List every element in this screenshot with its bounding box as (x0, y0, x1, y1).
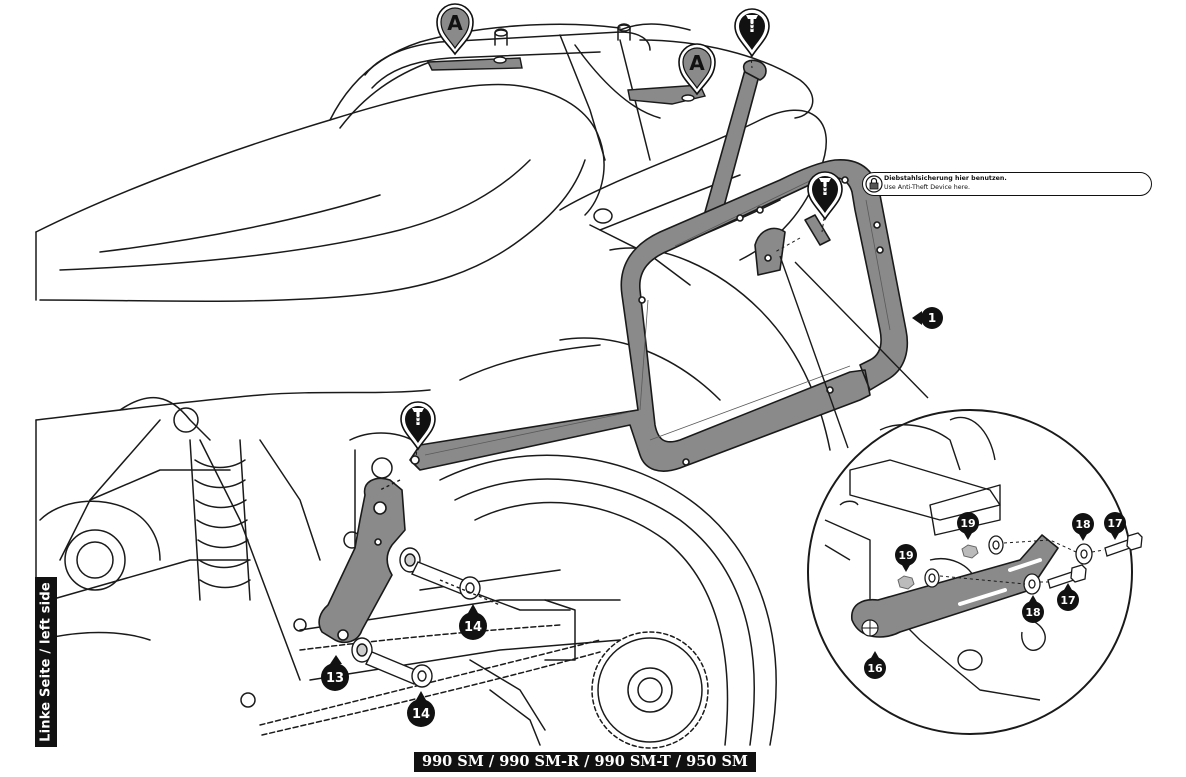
svg-text:1: 1 (928, 311, 936, 325)
svg-text:14: 14 (464, 620, 482, 635)
rack-mount-plates (426, 56, 706, 105)
mount-point-label: A (689, 51, 705, 75)
push-rivet-pin-icon (400, 401, 436, 450)
anti-theft-note-de: Diebstahlsicherung hier benutzen. (884, 175, 1007, 182)
push-rivet-pin-icon (734, 8, 770, 57)
part-badge-1: 1 (912, 307, 943, 329)
side-label: Linke Seite / left side (35, 577, 57, 747)
anti-theft-callout: Diebstahlsicherung hier benutzen. Use An… (862, 172, 1152, 196)
anti-theft-lock-icon (865, 175, 883, 193)
svg-text:19: 19 (898, 549, 913, 562)
part-badge-16: 16 (864, 651, 886, 679)
part-badge-13: 13 (321, 655, 349, 691)
part-badge-18: 18 (1022, 595, 1044, 623)
bracket-13 (318, 477, 406, 644)
svg-text:14: 14 (412, 707, 430, 722)
part-badge-17: 17 (1104, 512, 1126, 540)
part-badge-18: 18 (1072, 513, 1094, 541)
svg-text:17: 17 (1060, 594, 1075, 607)
part-badge-14: 14 (407, 691, 435, 727)
anti-theft-note-en: Use Anti-Theft Device here. (884, 184, 970, 191)
motorcycle-outline (35, 23, 831, 749)
svg-text:19: 19 (960, 517, 975, 530)
part-badge-14: 14 (459, 604, 487, 640)
svg-text:18: 18 (1075, 518, 1090, 531)
svg-text:17: 17 (1107, 517, 1122, 530)
mount-point-label: A (447, 11, 463, 35)
push-rivet-pin-icon (807, 171, 843, 220)
mount-point-marker-a: A (436, 3, 474, 55)
side-label-text: Linke Seite / left side (38, 582, 54, 742)
side-carrier-frame (409, 59, 909, 472)
svg-text:18: 18 (1025, 606, 1040, 619)
part-badge-19: 19 (895, 544, 917, 572)
part-badge-19: 19 (957, 512, 979, 540)
spacer-hardware (351, 479, 501, 688)
mount-point-marker-a: A (678, 43, 716, 95)
model-label: 990 SM / 990 SM-R / 990 SM-T / 950 SM (414, 752, 756, 772)
svg-text:13: 13 (326, 671, 344, 686)
detail-zoom-callout (779, 255, 1143, 735)
svg-text:16: 16 (867, 662, 883, 675)
part-badge-17: 17 (1057, 583, 1079, 611)
